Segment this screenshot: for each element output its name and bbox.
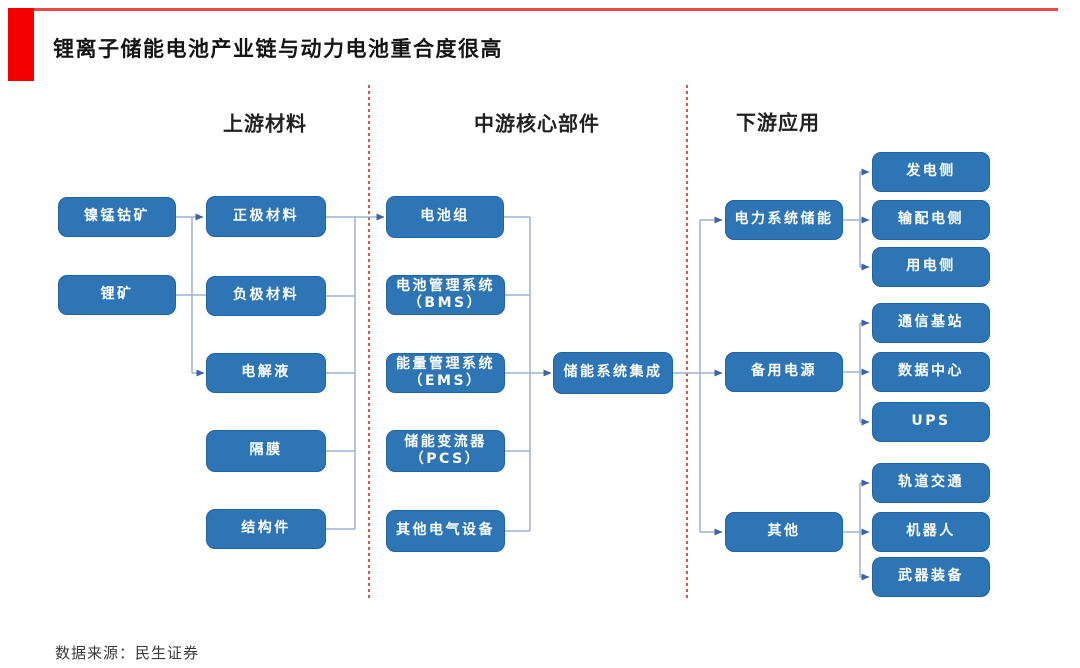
stage-header-downstream: 下游应用	[736, 110, 820, 135]
data-source-note: 数据来源：民生证券	[55, 646, 200, 662]
node-bms: 电池管理系统 （BMS）	[386, 275, 505, 315]
node-label: 锂矿	[100, 286, 134, 303]
node-others: 其他	[725, 512, 843, 552]
node-cathode-material: 正极材料	[206, 196, 326, 237]
red-accent-square	[8, 8, 34, 81]
node-anode-material: 负极材料	[206, 276, 326, 316]
node-label: 其他	[767, 523, 801, 540]
node-backup-power: 备用电源	[725, 352, 843, 392]
node-ni-mn-co-ore: 镍锰钴矿	[58, 197, 176, 237]
node-label: 武器装备	[898, 568, 964, 585]
node-weapons-equipment: 武器装备	[872, 557, 990, 597]
node-label: 发电侧	[906, 163, 956, 180]
node-transmission-distribution-side: 输配电侧	[872, 200, 990, 240]
node-generation-side: 发电侧	[872, 152, 990, 192]
node-data-center: 数据中心	[872, 352, 990, 392]
node-label: 正极材料	[233, 207, 299, 224]
node-label: 负极材料	[233, 287, 299, 304]
node-label: 其他电气设备	[396, 522, 495, 539]
node-battery-pack: 电池组	[386, 196, 504, 238]
stage-header-midstream: 中游核心部件	[474, 111, 600, 136]
node-telecom-base-station: 通信基站	[872, 303, 990, 343]
node-label: 用电侧	[906, 258, 956, 275]
node-power-system-storage: 电力系统储能	[725, 200, 843, 240]
node-label: 电力系统储能	[734, 211, 834, 228]
node-pcs: 储能变流器 （PCS）	[386, 430, 505, 472]
node-label: 电池管理系统 （BMS）	[396, 277, 495, 312]
node-consumption-side: 用电侧	[872, 247, 990, 287]
node-label: 镍锰钴矿	[84, 208, 150, 225]
node-ems: 能量管理系统 （EMS）	[386, 353, 505, 393]
node-lithium-ore: 锂矿	[58, 275, 176, 315]
node-other-electrical-equipment: 其他电气设备	[386, 510, 505, 552]
node-robot: 机器人	[872, 512, 990, 552]
node-separator: 隔膜	[206, 430, 326, 472]
node-ups: UPS	[872, 402, 990, 442]
node-label: 电解液	[241, 364, 291, 381]
stage-header-upstream: 上游材料	[223, 111, 307, 136]
stage-divider-left	[368, 85, 370, 601]
node-label: 轨道交通	[898, 474, 964, 491]
node-label: 隔膜	[249, 442, 283, 459]
red-top-rule	[34, 8, 1058, 11]
node-label: 通信基站	[898, 314, 964, 331]
node-label: 储能系统集成	[563, 364, 663, 381]
node-electrolyte: 电解液	[206, 353, 326, 393]
node-label: 电池组	[420, 208, 470, 225]
node-label: 机器人	[906, 523, 956, 540]
node-label: UPS	[911, 413, 951, 430]
node-label: 数据中心	[898, 363, 964, 380]
node-label: 能量管理系统 （EMS）	[396, 355, 495, 390]
node-label: 储能变流器 （PCS）	[404, 433, 487, 468]
page-title: 锂离子储能电池产业链与动力电池重合度很高	[53, 37, 503, 61]
node-rail-transit: 轨道交通	[872, 463, 990, 503]
node-ess-integration: 储能系统集成	[553, 352, 673, 394]
node-structural-parts: 结构件	[206, 509, 326, 549]
node-label: 结构件	[241, 520, 291, 537]
node-label: 输配电侧	[898, 211, 964, 228]
stage-divider-right	[686, 85, 688, 601]
node-label: 备用电源	[751, 363, 817, 380]
